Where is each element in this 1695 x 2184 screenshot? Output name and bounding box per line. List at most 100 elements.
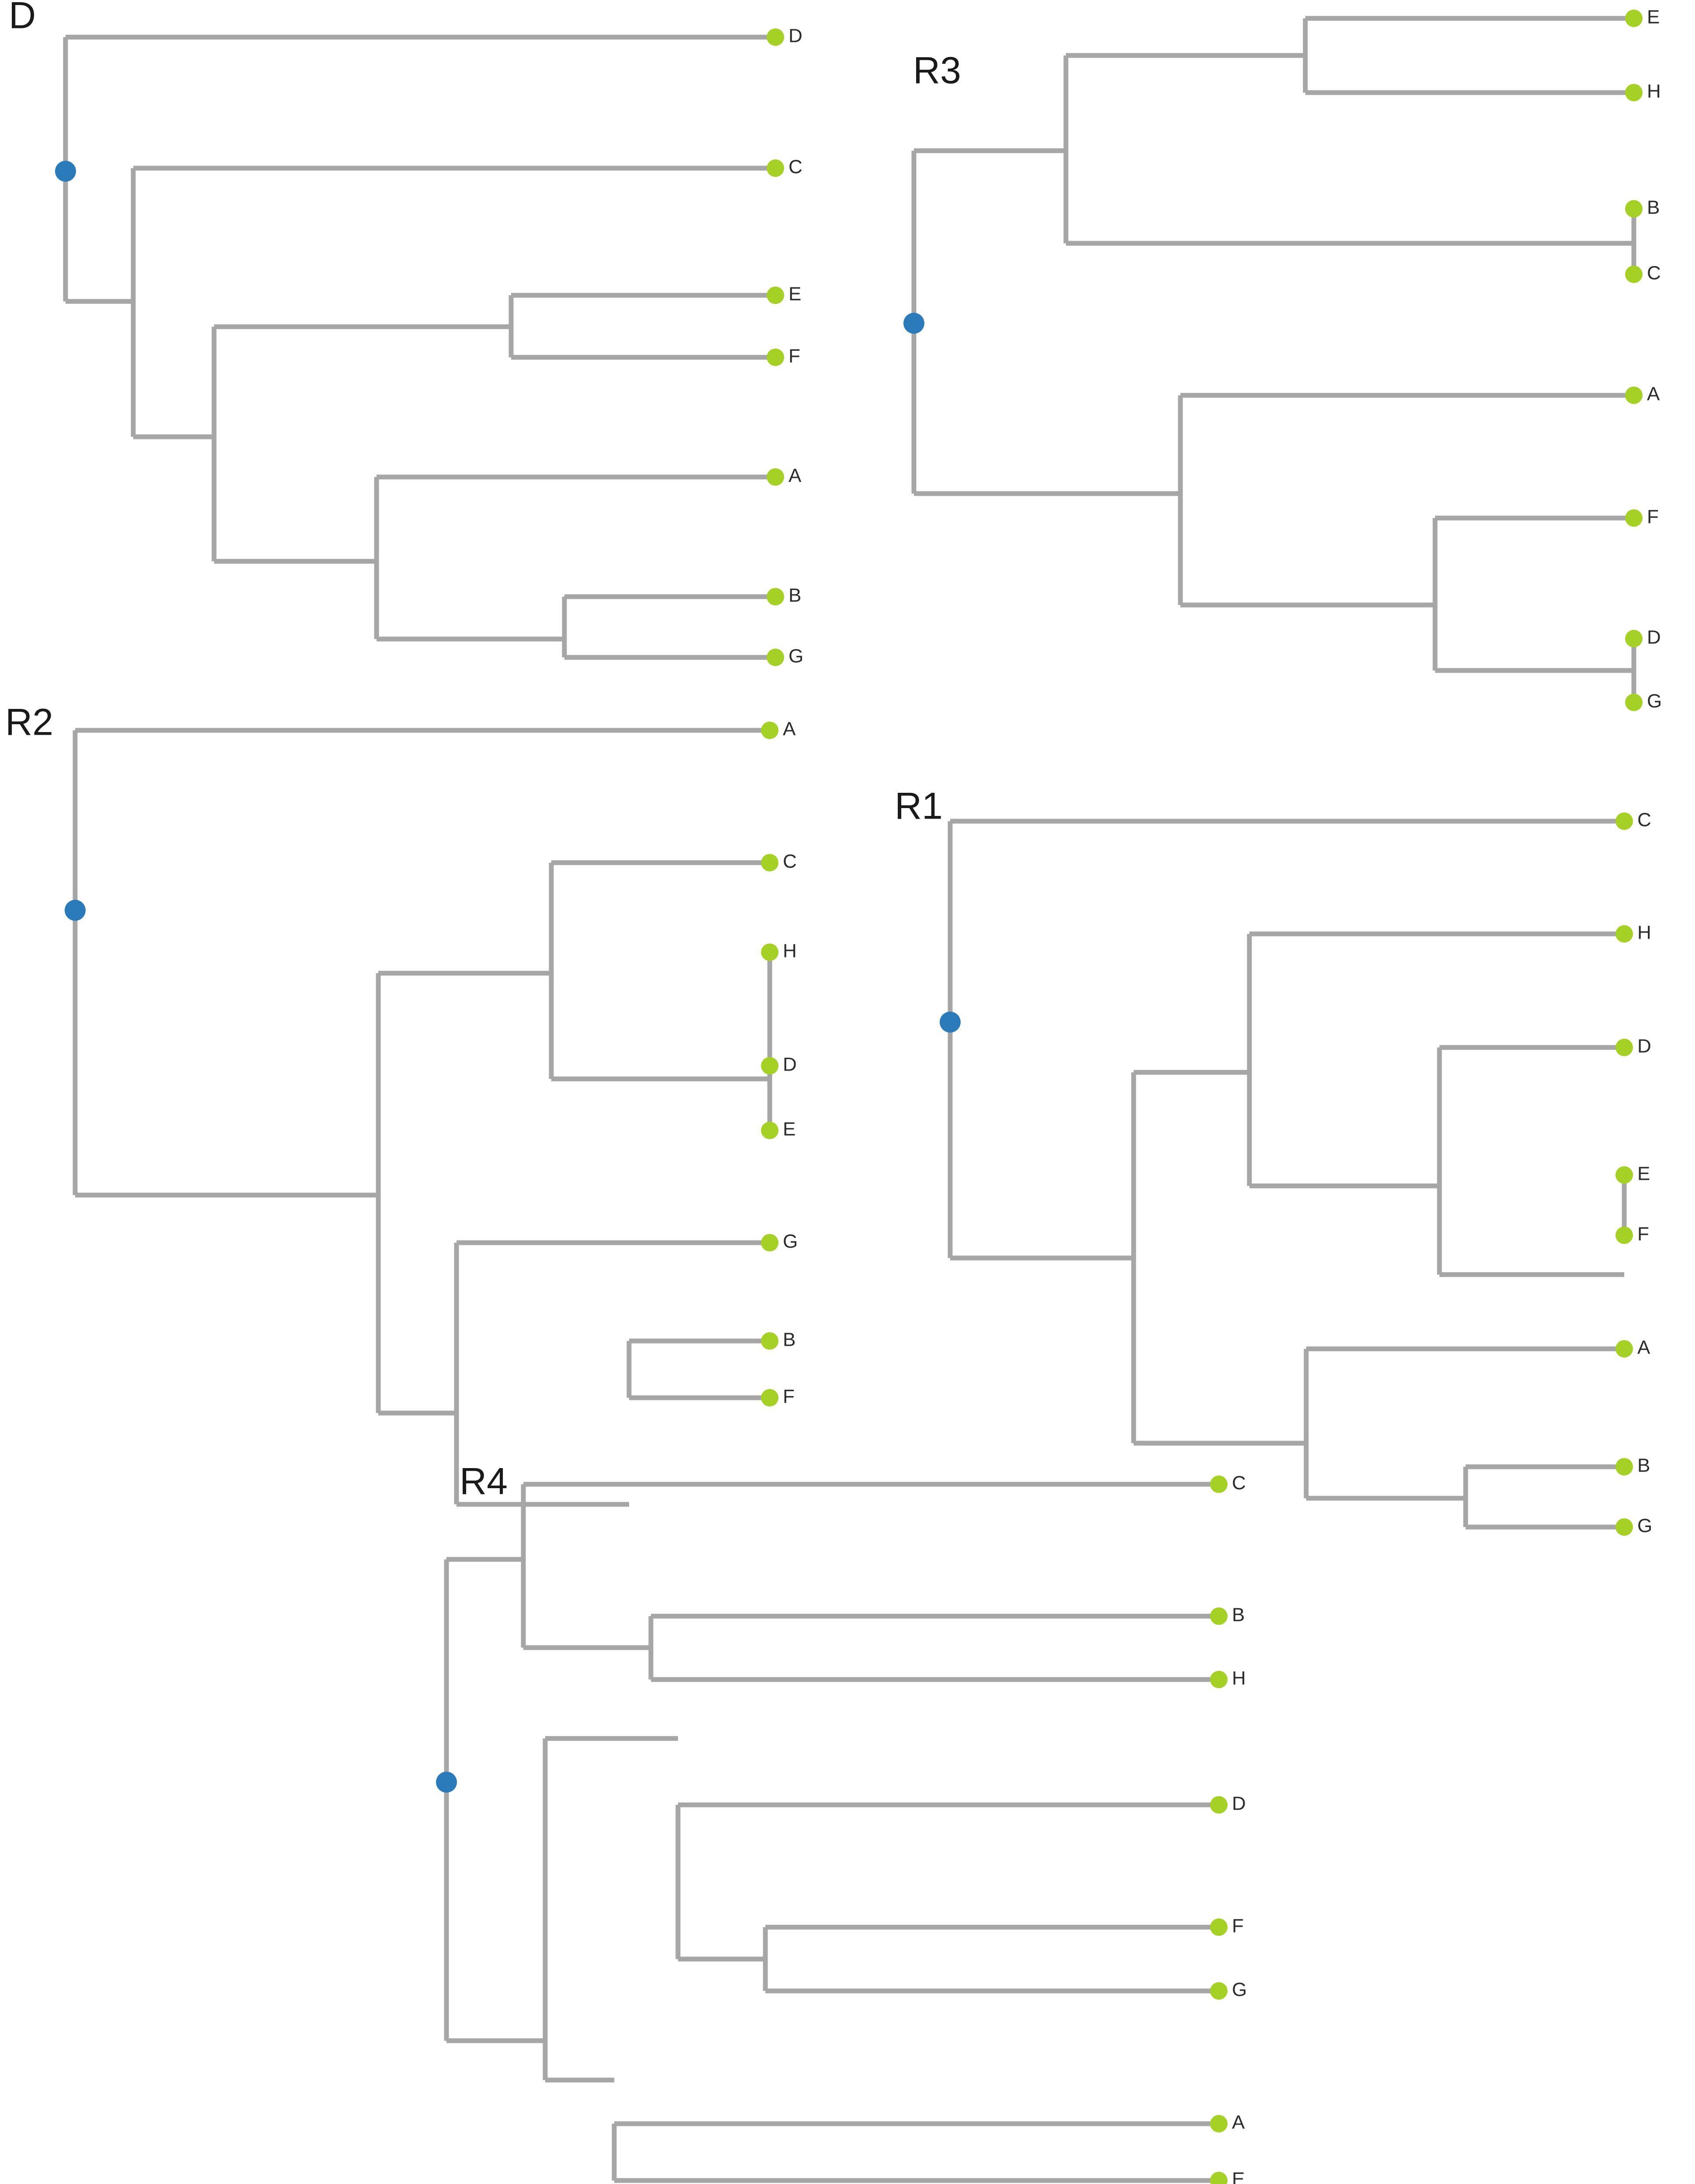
leaf-node-g[interactable] [767, 649, 784, 666]
leaf-node-h[interactable] [1210, 1671, 1228, 1688]
leaf-label-b: B [783, 1329, 796, 1351]
leaf-node-d[interactable] [1625, 630, 1643, 647]
tree-title-d: D [9, 0, 36, 37]
leaf-label-g: G [783, 1231, 798, 1252]
leaf-label-f: F [783, 1386, 795, 1407]
leaf-label-f: F [1637, 1223, 1649, 1245]
leaf-label-b: B [1647, 197, 1660, 218]
leaf-label-a: A [1232, 2112, 1245, 2133]
leaf-label-b: B [1232, 1604, 1245, 1626]
leaf-node-b[interactable] [767, 588, 784, 605]
leaf-node-f[interactable] [1615, 1227, 1633, 1244]
leaf-label-a: A [789, 465, 802, 487]
leaf-node-c[interactable] [1210, 1476, 1228, 1493]
leaf-label-h: H [1637, 922, 1651, 943]
root-node-marker[interactable] [436, 1772, 457, 1793]
root-node-marker[interactable] [940, 1012, 961, 1033]
leaf-node-c[interactable] [761, 854, 778, 871]
leaf-label-f: F [1232, 1915, 1244, 1937]
leaf-node-a[interactable] [761, 722, 778, 739]
leaf-label-g: G [789, 646, 803, 667]
leaf-node-e[interactable] [1625, 10, 1643, 27]
leaf-label-e: E [789, 283, 801, 305]
leaf-node-g[interactable] [761, 1234, 778, 1251]
root-node-marker[interactable] [65, 900, 86, 921]
leaf-label-g: G [1637, 1515, 1652, 1537]
leaf-node-e[interactable] [1210, 2172, 1228, 2184]
leaf-node-g[interactable] [1625, 694, 1643, 711]
leaf-label-h: H [1647, 81, 1661, 102]
leaf-label-a: A [1647, 384, 1660, 405]
leaf-group: A C H D E G B F [761, 719, 798, 1407]
leaf-label-c: C [783, 851, 797, 872]
leaf-node-h[interactable] [1615, 925, 1633, 943]
leaf-node-c[interactable] [767, 159, 784, 177]
leaf-node-e[interactable] [767, 287, 784, 304]
tree-title-r2: R2 [5, 702, 53, 743]
leaf-group: C B H D F G A E [1210, 1472, 1247, 2184]
leaf-node-d[interactable] [1210, 1796, 1228, 1814]
leaf-node-f[interactable] [1625, 509, 1643, 527]
leaf-node-d[interactable] [1615, 1039, 1633, 1056]
leaf-node-d[interactable] [761, 1057, 778, 1075]
leaf-label-d: D [1647, 627, 1661, 648]
branch-group [911, 16, 1636, 702]
leaf-node-b[interactable] [761, 1332, 778, 1350]
leaf-node-b[interactable] [1625, 200, 1643, 218]
leaf-label-h: H [1232, 1668, 1246, 1689]
leaf-node-f[interactable] [1210, 1918, 1228, 1936]
leaf-label-g: G [1647, 691, 1662, 712]
leaf-node-a[interactable] [1210, 2115, 1228, 2132]
leaf-label-c: C [1232, 1472, 1246, 1494]
tree-title-r1: R1 [895, 785, 943, 827]
tree-panel-r2: A C H D E G B F R2 [5, 702, 798, 1507]
leaf-node-g[interactable] [1210, 1982, 1228, 2000]
leaf-node-a[interactable] [767, 468, 784, 486]
leaf-group: E H B C A F D G [1625, 7, 1662, 712]
branch-group [73, 728, 772, 1507]
leaf-node-e[interactable] [761, 1122, 778, 1139]
leaf-label-a: A [783, 719, 796, 740]
branch-group [948, 819, 1627, 1530]
leaf-node-h[interactable] [761, 943, 778, 961]
leaf-label-a: A [1637, 1337, 1650, 1358]
leaf-node-a[interactable] [1615, 1340, 1633, 1358]
leaf-node-b[interactable] [1615, 1458, 1633, 1476]
leaf-label-c: C [1647, 263, 1661, 284]
leaf-label-h: H [783, 940, 797, 962]
leaf-node-e[interactable] [1615, 1166, 1633, 1184]
tree-title-r4: R4 [460, 1461, 508, 1503]
leaf-node-c[interactable] [1625, 266, 1643, 283]
tree-title-r3: R3 [913, 50, 961, 92]
leaf-node-a[interactable] [1625, 387, 1643, 404]
leaf-label-d: D [1232, 1793, 1246, 1814]
branch-group [63, 35, 775, 660]
leaf-node-h[interactable] [1625, 84, 1643, 101]
leaf-label-e: E [1647, 7, 1660, 28]
leaf-label-e: E [1232, 2169, 1245, 2184]
leaf-node-c[interactable] [1615, 812, 1633, 830]
leaf-label-d: D [1637, 1036, 1651, 1057]
leaf-node-b[interactable] [1210, 1607, 1228, 1625]
leaf-label-g: G [1232, 1979, 1247, 2001]
leaf-label-f: F [789, 346, 800, 367]
leaf-node-g[interactable] [1615, 1518, 1633, 1536]
root-node-marker[interactable] [903, 313, 924, 334]
branch-group [444, 1482, 1219, 2183]
leaf-label-d: D [783, 1054, 797, 1075]
root-node-marker[interactable] [55, 161, 76, 182]
leaf-node-f[interactable] [767, 349, 784, 366]
leaf-label-e: E [783, 1119, 796, 1140]
leaf-label-e: E [1637, 1163, 1650, 1185]
leaf-label-f: F [1647, 506, 1659, 528]
leaf-node-d[interactable] [767, 28, 784, 46]
leaf-label-b: B [789, 585, 801, 606]
leaf-node-f[interactable] [761, 1389, 778, 1406]
tree-panel-r3: E H B C A F D G R3 [903, 7, 1662, 712]
